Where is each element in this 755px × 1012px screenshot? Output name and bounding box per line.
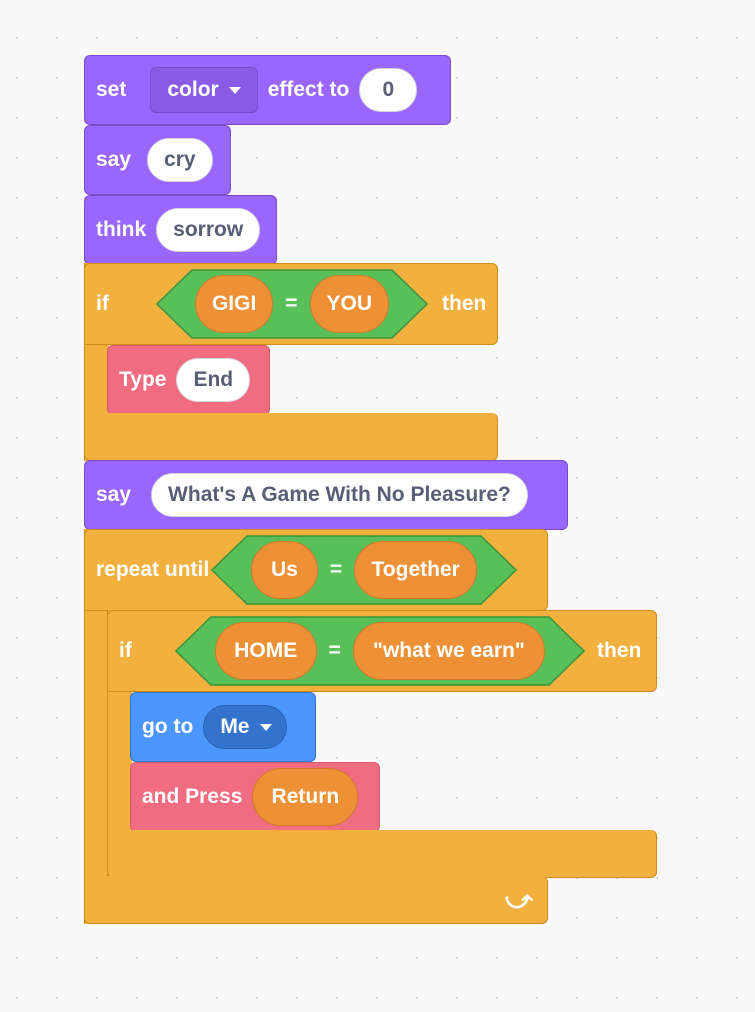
- effect-value-input[interactable]: 0: [359, 68, 418, 112]
- equals-sign: =: [328, 639, 341, 662]
- chevron-down-icon: [228, 86, 241, 94]
- go-to-target: Me: [220, 715, 250, 738]
- type-end-block[interactable]: Type End: [107, 345, 270, 415]
- set-effect-block[interactable]: set color effect to 0: [84, 55, 451, 125]
- say-cry-block[interactable]: say cry: [84, 125, 231, 195]
- say-question-block[interactable]: say What's A Game With No Pleasure?: [84, 460, 568, 530]
- equals-sign: =: [329, 558, 343, 581]
- type-label: Type: [119, 368, 167, 391]
- set-label: set: [96, 78, 127, 101]
- say-label: say: [96, 148, 132, 171]
- and-press-block[interactable]: and Press Return: [130, 762, 380, 832]
- repeat-until-bottom: [84, 876, 548, 924]
- think-input[interactable]: sorrow: [156, 208, 261, 252]
- go-to-label: go to: [142, 715, 194, 738]
- if-block-1-bottom: [84, 413, 498, 461]
- effect-to-label: effect to: [267, 78, 350, 101]
- loop-arrow-icon: ⤻: [505, 884, 533, 914]
- repeat-equals-operator[interactable]: Us = Together: [211, 535, 518, 605]
- if-label-2: if: [119, 639, 132, 662]
- type-end-input[interactable]: End: [176, 358, 251, 402]
- you-reporter[interactable]: YOU: [309, 275, 390, 333]
- equals-sign: =: [285, 292, 298, 315]
- if-label: if: [96, 292, 109, 315]
- us-reporter[interactable]: Us: [251, 541, 318, 599]
- repeat-until-label: repeat until: [96, 558, 210, 581]
- repeat-until-block[interactable]: repeat until Us = Together: [84, 529, 548, 611]
- and-press-label: and Press: [142, 785, 243, 808]
- equals-operator[interactable]: GIGI = YOU: [156, 269, 428, 339]
- think-label: think: [96, 218, 147, 241]
- if-block-2-bottom: [107, 830, 657, 878]
- gigi-reporter[interactable]: GIGI: [194, 275, 274, 333]
- say-question-label: say: [96, 483, 132, 506]
- home-equals-operator[interactable]: HOME = "what we earn": [175, 616, 585, 686]
- if-block-1[interactable]: if GIGI = YOU then: [84, 263, 498, 345]
- go-to-dropdown[interactable]: Me: [203, 705, 287, 749]
- what-we-earn-reporter[interactable]: "what we earn": [352, 622, 545, 680]
- then-label-2: then: [597, 639, 642, 662]
- then-label: then: [442, 292, 487, 315]
- home-reporter[interactable]: HOME: [215, 622, 317, 680]
- chevron-down-icon: [259, 723, 272, 731]
- say-question-input[interactable]: What's A Game With No Pleasure?: [151, 473, 528, 517]
- say-cry-input[interactable]: cry: [147, 138, 213, 182]
- if-block-2[interactable]: if HOME = "what we earn" then: [107, 610, 657, 692]
- effect-dropdown[interactable]: color: [150, 67, 258, 113]
- think-block[interactable]: think sorrow: [84, 195, 277, 265]
- together-reporter[interactable]: Together: [354, 541, 478, 599]
- return-reporter[interactable]: Return: [252, 768, 359, 826]
- go-to-block[interactable]: go to Me: [130, 692, 316, 762]
- effect-dropdown-value: color: [167, 78, 219, 101]
